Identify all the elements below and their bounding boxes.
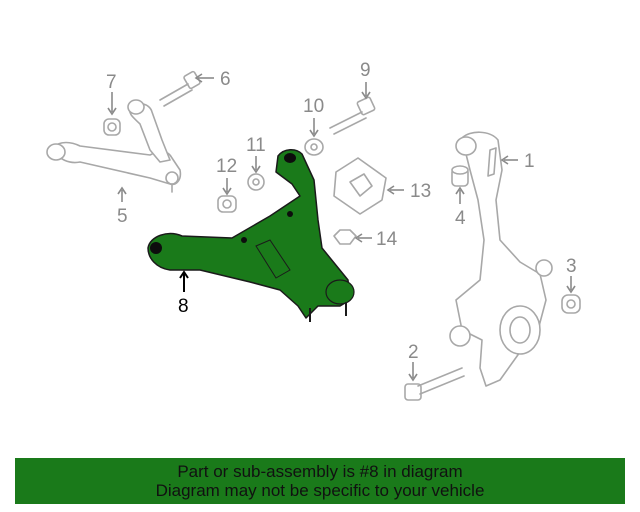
callout-13: 13	[410, 181, 431, 202]
callout-8: 8	[178, 296, 189, 317]
washer-small	[247, 173, 265, 191]
washer	[304, 138, 324, 156]
bump-stop	[333, 157, 387, 215]
lower-arm-nut	[217, 195, 237, 213]
parts-diagram: 1 2 3 4 5 6 7 8 9 10 11 12 13 14	[46, 60, 581, 401]
upper-control-arm	[46, 99, 182, 193]
leader-lines	[107, 73, 576, 382]
callout-3: 3	[566, 256, 577, 277]
callout-labels: 1 2 3 4 5 6 7 8 9 10 11 12 13 14	[106, 60, 577, 363]
callout-11: 11	[246, 135, 266, 156]
steering-knuckle	[449, 131, 553, 387]
info-banner: Part or sub-assembly is #8 in diagram Di…	[15, 458, 625, 504]
callout-9: 9	[360, 60, 371, 81]
callout-6: 6	[220, 69, 231, 90]
nut-3	[561, 294, 581, 314]
callout-7: 7	[106, 72, 117, 93]
upper-arm-nut	[103, 118, 121, 136]
callout-1: 1	[524, 151, 535, 172]
callout-14: 14	[376, 229, 398, 250]
callout-12: 12	[216, 156, 237, 177]
banner-line-2: Diagram may not be specific to your vehi…	[155, 481, 485, 500]
callout-4: 4	[455, 208, 466, 229]
banner-line-1: Part or sub-assembly is #8 in diagram	[177, 462, 463, 481]
callout-5: 5	[117, 206, 128, 227]
upper-arm-bolt	[159, 70, 201, 107]
knuckle-bolt	[404, 367, 465, 401]
lower-arm-bolt	[329, 96, 376, 135]
lower-control-arm[interactable]	[147, 149, 355, 322]
bushing	[451, 165, 469, 187]
nut-14	[333, 229, 357, 245]
callout-10: 10	[303, 96, 324, 117]
callout-2: 2	[408, 342, 419, 363]
